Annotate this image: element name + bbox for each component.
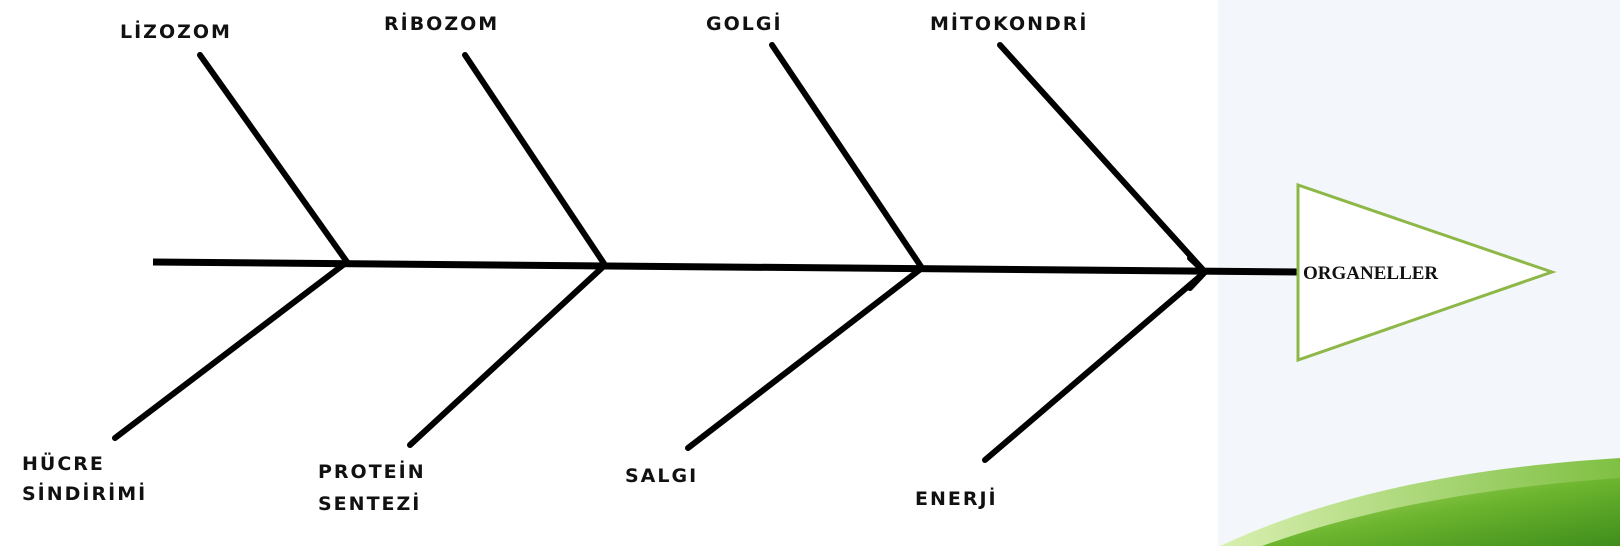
bone-upper-lizozom <box>200 55 347 262</box>
function-label-hucre: HÜCRE <box>22 451 105 475</box>
bone-lower-protein-sentezi <box>410 265 605 445</box>
head-label: ORGANELLER <box>1303 263 1438 284</box>
fishbone-spine <box>153 262 1300 272</box>
decorative-green-swoosh <box>1220 458 1620 546</box>
organelle-label-mitokondri: MİTOKONDRİ <box>930 11 1088 35</box>
bone-upper-mitokondri <box>1000 45 1205 272</box>
bone-lower-hucre-sindirimi <box>115 262 347 438</box>
bone-lower-salgi <box>688 268 922 448</box>
bone-upper-golgi <box>772 45 922 268</box>
function-label-protein: PROTEİN <box>318 459 426 483</box>
organelle-label-golgi: GOLGİ <box>706 11 783 35</box>
function-label-enerji: ENERJİ <box>915 486 998 510</box>
bone-upper-ribozom <box>465 55 605 265</box>
function-label-sindirimi: SİNDİRİMİ <box>22 481 147 505</box>
bone-lower-enerji <box>985 272 1205 460</box>
organelle-label-ribozom: RİBOZOM <box>384 11 499 35</box>
function-label-sentezi: SENTEZİ <box>318 491 421 515</box>
organelle-label-lizozom: LİZOZOM <box>120 19 232 43</box>
function-label-salgi: SALGI <box>625 465 698 487</box>
